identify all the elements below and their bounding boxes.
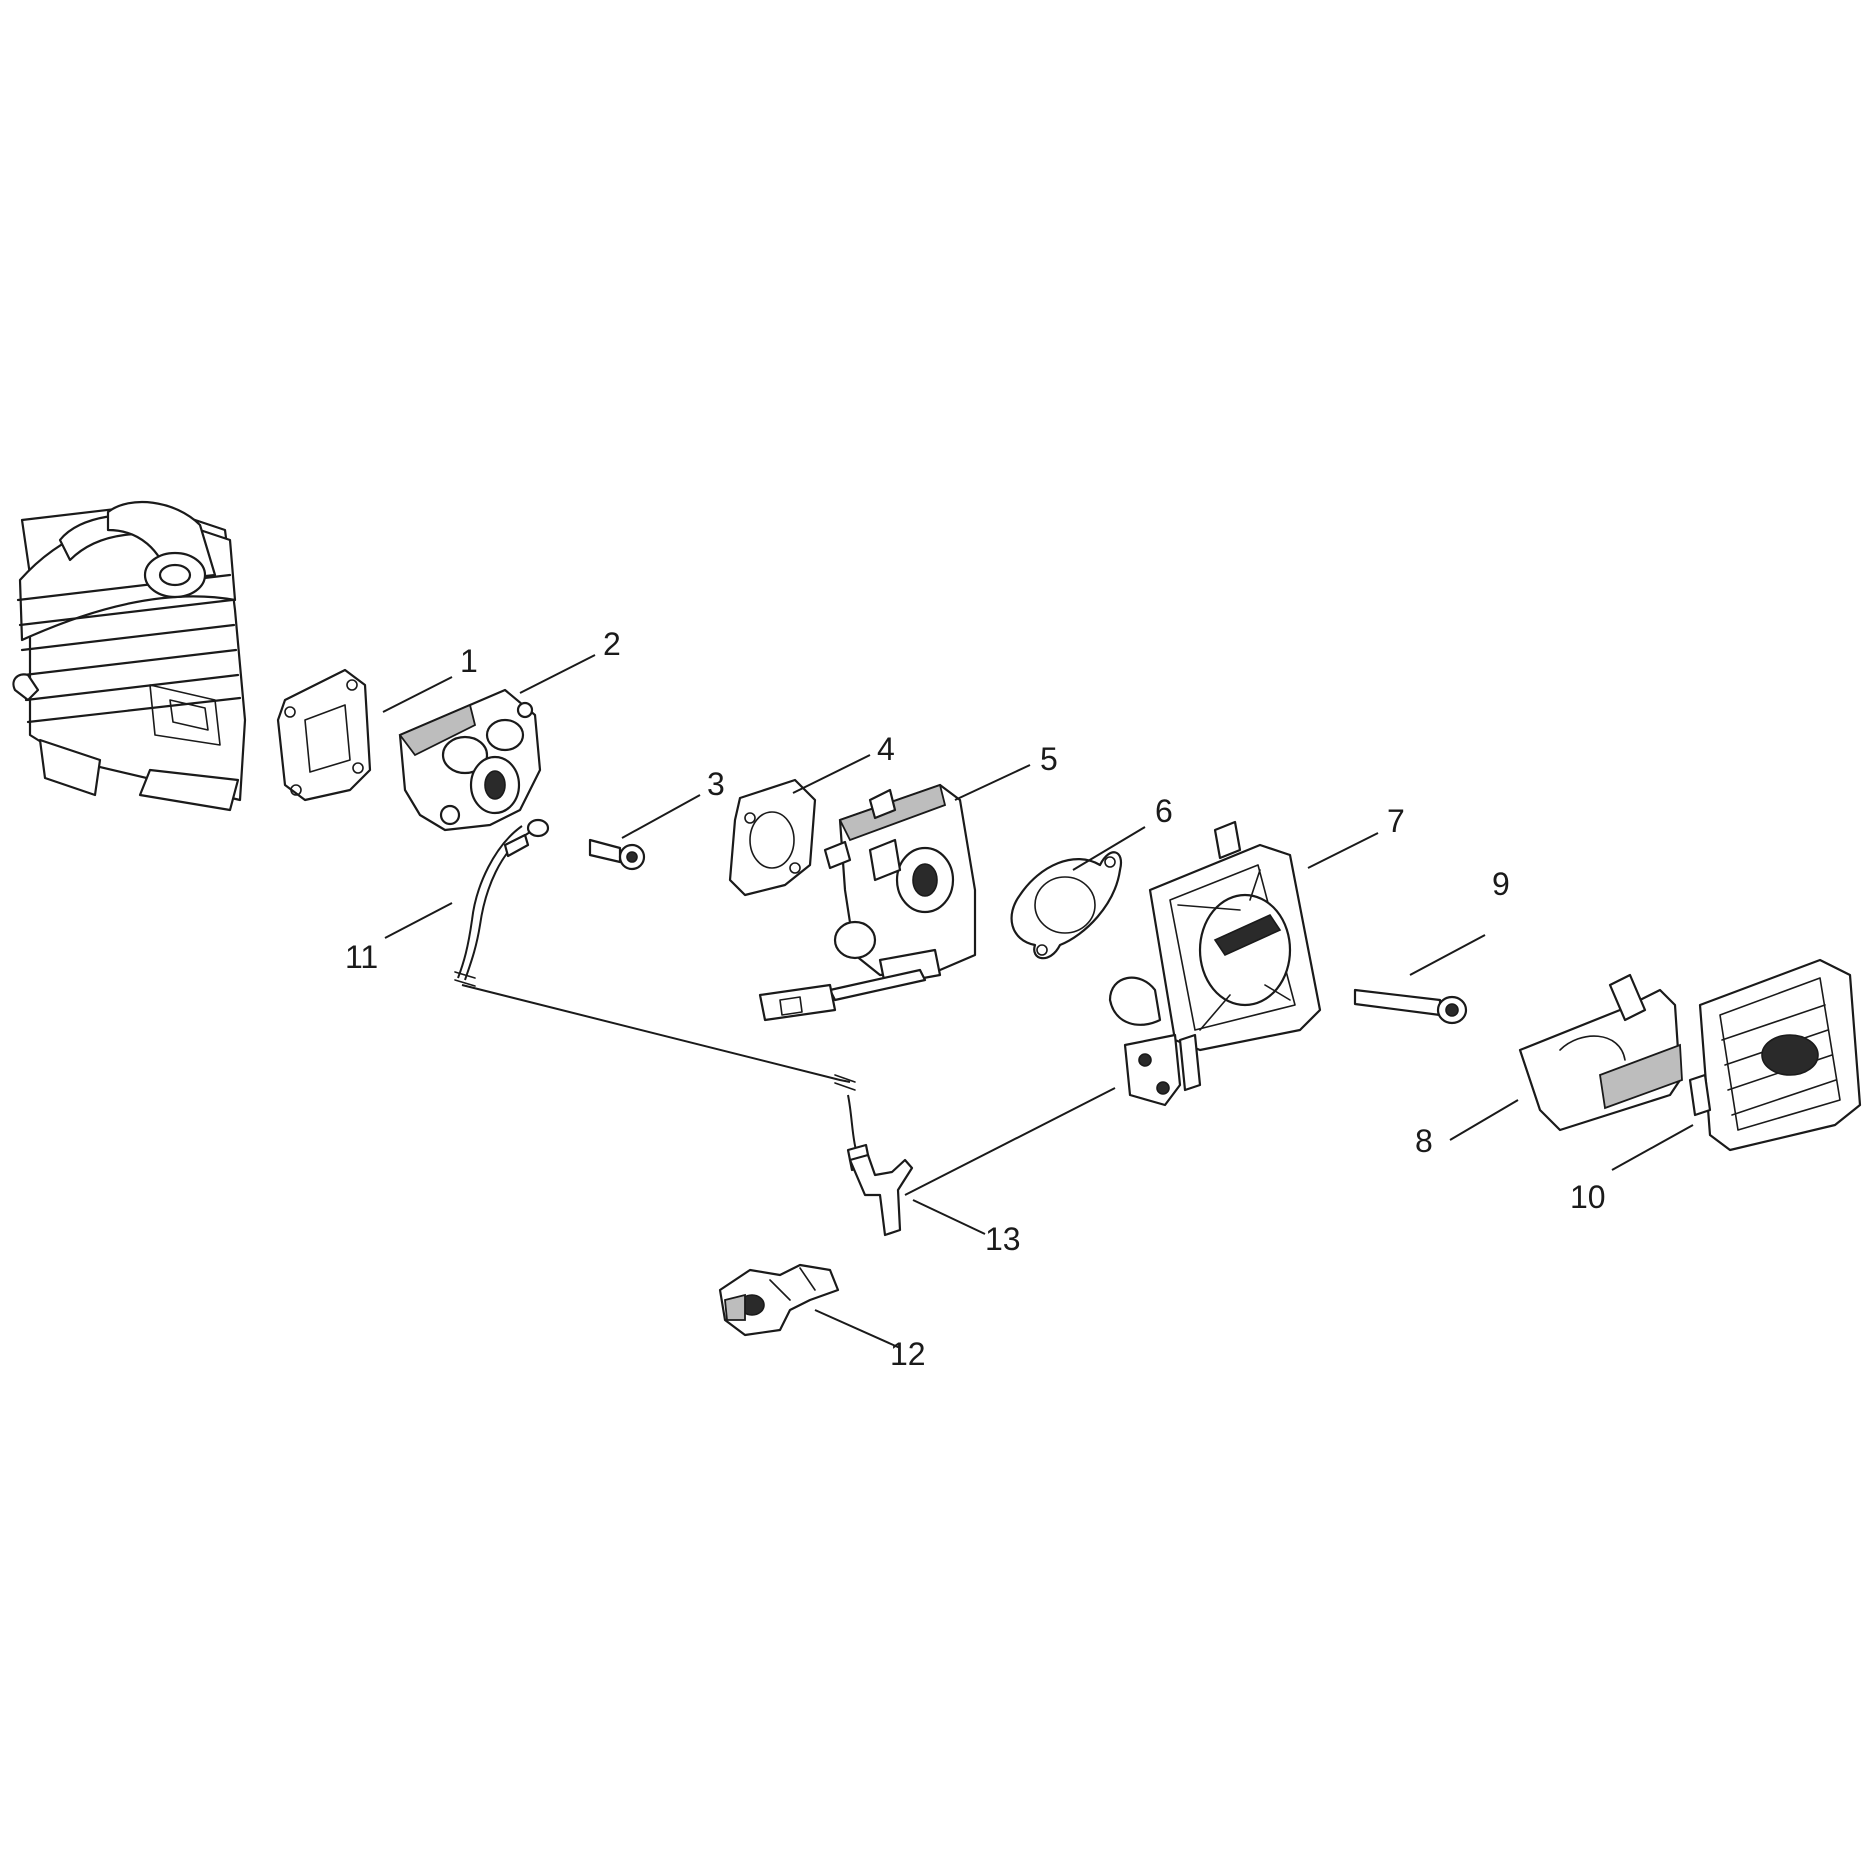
leader-13 xyxy=(912,1199,986,1235)
leader-10 xyxy=(1611,1124,1694,1171)
part-8-choke-plate xyxy=(1518,973,1683,1132)
callout-9: 9 xyxy=(1492,866,1510,902)
part-1-gasket xyxy=(276,668,372,802)
part-10-air-filter xyxy=(1688,958,1862,1152)
leader-3 xyxy=(621,794,701,839)
callout-5: 5 xyxy=(1040,741,1058,777)
leader-lines xyxy=(382,654,1694,1349)
callout-12: 12 xyxy=(890,1336,926,1372)
part-12-bracket xyxy=(718,1263,840,1337)
callout-8: 8 xyxy=(1415,1123,1433,1159)
part-2-intake-manifold xyxy=(398,688,542,832)
callout-2: 2 xyxy=(603,626,621,662)
part-7-air-filter-base xyxy=(1108,820,1322,1107)
callout-7: 7 xyxy=(1387,803,1405,839)
leader-9 xyxy=(1409,934,1486,976)
part-13-ground-clip xyxy=(848,1087,1116,1237)
part-9-long-screw xyxy=(1353,988,1468,1025)
leader-6 xyxy=(1072,826,1146,871)
leader-2 xyxy=(519,654,596,694)
callout-3: 3 xyxy=(707,766,725,802)
callout-13: 13 xyxy=(985,1221,1021,1257)
leader-11 xyxy=(384,902,453,939)
callout-labels: 1 2 3 4 5 6 7 8 9 10 11 12 13 xyxy=(345,626,1606,1372)
callout-11: 11 xyxy=(345,939,378,975)
cylinder-part xyxy=(12,500,247,812)
leader-8 xyxy=(1449,1099,1519,1141)
leader-12 xyxy=(814,1309,901,1349)
leader-7 xyxy=(1307,832,1379,869)
callout-4: 4 xyxy=(877,731,895,767)
leader-4 xyxy=(792,754,871,794)
leader-1 xyxy=(382,676,453,713)
part-6-gasket xyxy=(1010,851,1123,960)
part-4-gasket xyxy=(728,778,817,897)
part-5-carburetor xyxy=(758,783,977,1022)
callout-6: 6 xyxy=(1155,793,1173,829)
leader-5 xyxy=(954,764,1031,801)
callout-10: 10 xyxy=(1570,1179,1606,1215)
part-3-screw xyxy=(588,838,646,871)
callout-1: 1 xyxy=(460,643,478,679)
